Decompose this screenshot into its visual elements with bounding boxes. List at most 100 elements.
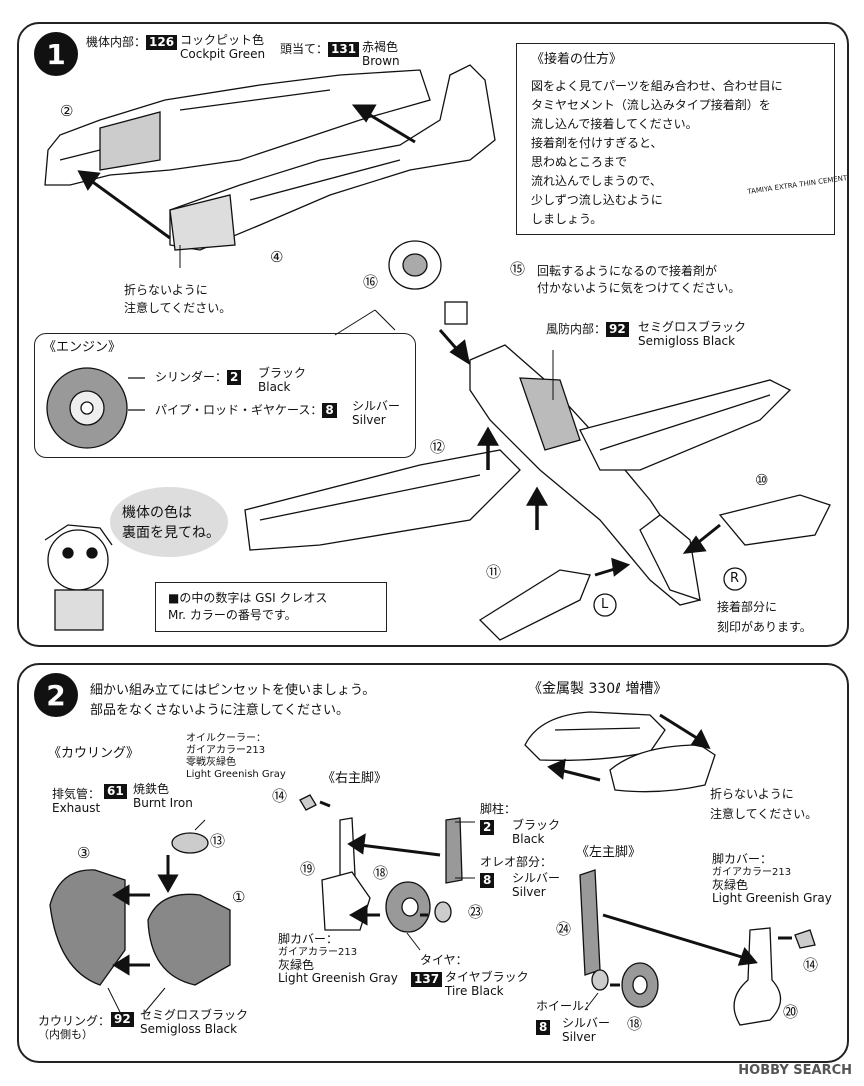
leg-cover-line: 灰緑色 <box>278 958 315 972</box>
glue-line: しましょう。 <box>531 212 603 226</box>
cylinder-color-label: シリンダー：2 <box>155 370 244 385</box>
leader-lines <box>179 245 554 400</box>
gsi-note-text: ■の中の数字は GSI クレオス Mr. カラーの番号です。 <box>168 590 327 624</box>
leg-cover-right-note: 脚カバー： ガイアカラー213 灰緑色 Light Greenish Gray <box>278 933 398 985</box>
color-code-badge: 2 <box>227 370 242 385</box>
callout-part-11: ⑪ <box>486 563 502 581</box>
cowling-leaders <box>107 819 206 1013</box>
cowling-drawing <box>49 832 231 986</box>
dont-break-line: 注意してください。 <box>124 301 232 315</box>
step-1-number: 1 <box>34 32 78 76</box>
speech-text: 機体の色は 裏面を見てね。 <box>122 503 220 543</box>
color-code-badge: 8 <box>536 1020 551 1035</box>
cowling-color-jp: セミグロスブラック <box>140 1008 249 1022</box>
marks-R-L <box>593 567 747 617</box>
rotate-note-line: 付かないように気をつけてください。 <box>537 281 741 295</box>
drop-tank-note: 折らないように 注意してください。 <box>710 784 817 824</box>
exhaust-label: 排気管：Exhaust <box>52 787 100 815</box>
callout-part-2: ② <box>60 102 74 120</box>
strut-color-jp: ブラック <box>512 818 561 832</box>
exhaust-color-en: Burnt Iron <box>133 796 193 810</box>
windshield-color-jp: セミグロスブラック <box>638 320 747 334</box>
left-gear-arrows <box>602 913 792 987</box>
glue-box-text: 図をよく見てパーツを組み合わせ、合わせ目に タミヤセメント（流し込みタイプ接着剤… <box>531 77 783 229</box>
glue-line: タミヤセメント（流し込みタイプ接着剤）を <box>531 98 771 112</box>
callout-part-16: ⑯ <box>363 273 379 291</box>
cylinder-color-jp: ブラック <box>258 366 307 380</box>
interior-color-en: Cockpit Green <box>180 47 266 61</box>
callout-part-1: ① <box>232 888 246 906</box>
drop-tank-arrows <box>547 713 711 782</box>
oleo-color-jp: シルバー <box>512 871 561 885</box>
right-gear-drawing <box>299 794 463 933</box>
speech-line: 裏面を見てね。 <box>122 525 220 541</box>
color-code-badge: 8 <box>322 403 337 418</box>
headrest-color-jp: 赤褐色 <box>362 40 399 54</box>
cylinder-color-en: Black <box>258 380 291 394</box>
tire-label: タイヤ： <box>420 953 468 967</box>
watermark: HOBBY SEARCH <box>738 1063 852 1078</box>
rotate-note-line: 回転するようになるので接着剤が <box>537 264 718 278</box>
gsi-note-line: ■の中の数字は GSI クレオス <box>168 591 328 605</box>
right-gear-arrows <box>319 800 441 926</box>
leg-cover-line: Light Greenish Gray <box>278 971 398 985</box>
color-code-badge: 61 <box>104 784 127 799</box>
rotate-note: 回転するようになるので接着剤が 付かないように気をつけてください。 <box>537 263 740 297</box>
interior-label-text: 機体内部： <box>86 35 147 49</box>
color-code-badge: 131 <box>328 42 360 57</box>
color-code-badge: 2 <box>480 820 495 835</box>
glue-instructions-box: 《接着の仕方》 図をよく見てパーツを組み合わせ、合わせ目に タミヤセメント（流し… <box>516 43 848 235</box>
stabilizer-drawings <box>478 494 831 641</box>
color-code-badge: 126 <box>146 35 178 50</box>
left-leg-title: 《左主脚》 <box>576 845 642 860</box>
strut-code: 2 <box>480 820 497 835</box>
dont-break-line: 折らないように <box>124 283 208 297</box>
mark-L: L <box>601 597 609 612</box>
oil-cooler-line: 零戦灰緑色 <box>186 757 236 768</box>
exhaust-code: 61 <box>104 784 130 799</box>
airframe-drawing <box>244 344 792 606</box>
exhaust-label-jp: 排気管： <box>52 787 101 801</box>
strut-label: 脚柱： <box>480 802 517 816</box>
cowling-label-jp: カウリング： <box>38 1014 111 1028</box>
cowling-label-sub: （内側も） <box>38 1028 93 1041</box>
color-code-badge: 137 <box>411 972 443 987</box>
engraved-line: 接着部分に <box>717 600 778 614</box>
cowling-arrows <box>112 855 179 976</box>
windshield-color-label: 風防内部：92 <box>546 322 632 337</box>
callout-part-19: ⑲ <box>300 860 316 878</box>
callout-part-13: ⑬ <box>210 832 226 850</box>
leg-cover-left-line: ガイアカラー213 <box>712 867 792 878</box>
exhaust-label-en: Exhaust <box>52 801 101 815</box>
leg-cover-left-line: 灰緑色 <box>712 878 749 892</box>
glue-line: 接着剤を付けすぎると、 <box>531 136 663 150</box>
windshield-label-text: 風防内部： <box>546 322 607 336</box>
engine-title: 《エンジン》 <box>43 340 122 355</box>
mark-R: R <box>730 571 740 586</box>
glue-box-title: 《接着の仕方》 <box>531 52 623 67</box>
callout-part-10: ⑩ <box>755 471 769 489</box>
tire-color-en: Tire Black <box>445 984 504 998</box>
callout-part-14-left: ⑭ <box>803 956 819 974</box>
glue-line: 流し込んで接着してください。 <box>531 117 698 131</box>
engine-detail-drawing <box>46 367 145 449</box>
gsi-note-box: ■の中の数字は GSI クレオス Mr. カラーの番号です。 <box>155 582 387 632</box>
leg-cover-left-line: Light Greenish Gray <box>712 891 832 905</box>
oleo-color-en: Silver <box>512 885 546 899</box>
color-code-badge: 92 <box>111 1012 134 1027</box>
glue-line: 思わぬところまで <box>531 155 628 169</box>
stabilizer-arrows <box>594 523 721 577</box>
engine-drawing <box>388 240 468 325</box>
pipe-color-label: パイプ・ロッド・ギヤケース：8 <box>155 403 340 418</box>
oil-cooler-note: オイルクーラー： ガイアカラー213 零戦灰緑色 Light Greenish … <box>186 733 286 781</box>
engine-arrows <box>438 329 471 366</box>
callout-part-18-right: ⑱ <box>373 864 389 882</box>
wheel-label: ホイール： <box>536 999 597 1013</box>
pipe-label-text: パイプ・ロッド・ギヤケース： <box>155 403 323 417</box>
